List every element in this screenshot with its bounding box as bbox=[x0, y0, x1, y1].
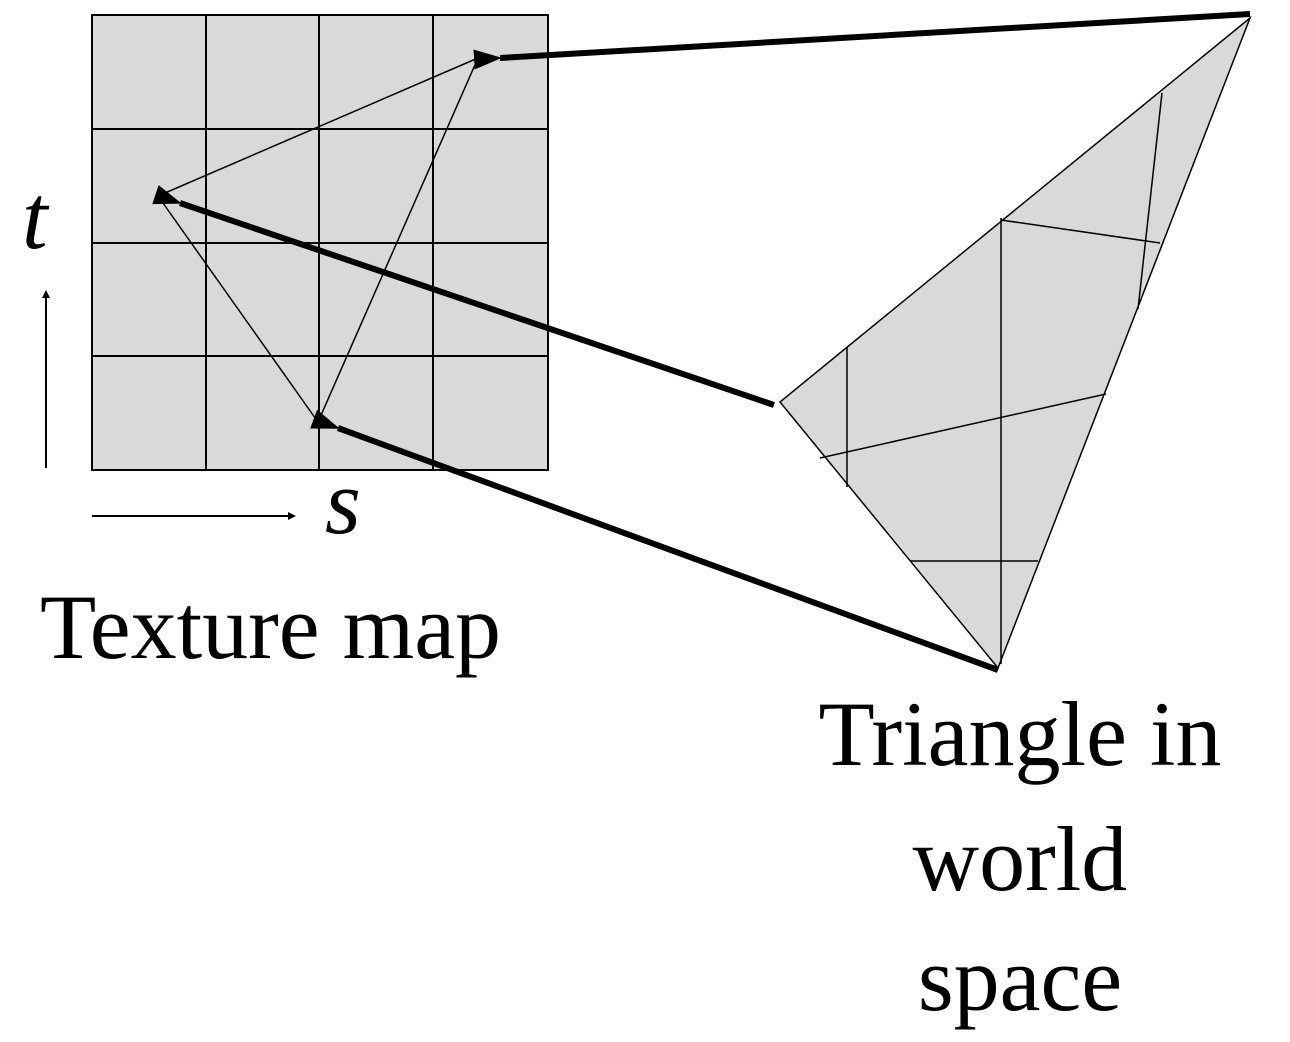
world-triangle bbox=[778, 15, 1252, 670]
warped-grid-line-2 bbox=[1137, 92, 1163, 310]
texture-space-triangle bbox=[156, 56, 480, 424]
mapping-arrows bbox=[152, 11, 1251, 673]
mapping-arrow-top bbox=[473, 11, 1251, 70]
texture-grid bbox=[92, 15, 548, 470]
texture-map bbox=[91, 14, 549, 471]
mapping-arrow-left bbox=[152, 185, 775, 408]
world-caption-line2: world bbox=[913, 808, 1128, 910]
t-axis: t bbox=[22, 166, 50, 468]
s-axis-label: s bbox=[325, 451, 361, 553]
world-caption-line3: space bbox=[918, 928, 1122, 1030]
world-space-caption: Triangle in world space bbox=[819, 683, 1222, 1030]
warped-grid-line-3 bbox=[1000, 219, 1161, 244]
world-caption-line1: Triangle in bbox=[819, 683, 1222, 785]
t-axis-label: t bbox=[22, 166, 50, 268]
texture-map-caption: Texture map bbox=[40, 576, 501, 678]
s-axis: s bbox=[92, 451, 361, 553]
world-triangle-shape bbox=[778, 15, 1252, 670]
world-triangle-grid bbox=[819, 92, 1163, 664]
mapping-arrow-bottom bbox=[310, 409, 1000, 673]
warped-grid-line-5 bbox=[819, 393, 1107, 459]
